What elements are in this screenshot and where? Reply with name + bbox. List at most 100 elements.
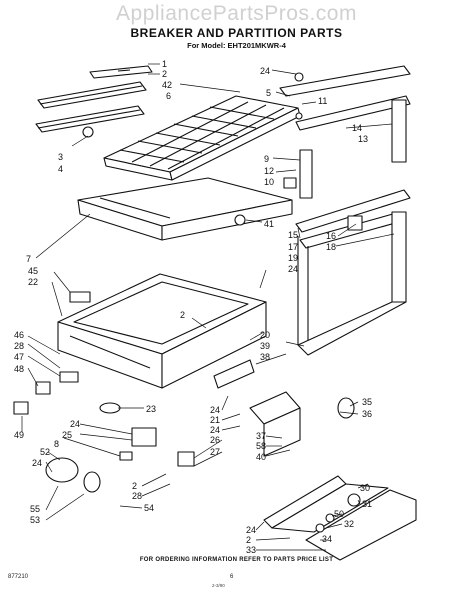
callout-labels: 1 2 42 6 3 4 24 5 11 14 13 9 12 10 41 15… [14, 59, 372, 555]
callout-label: 22 [28, 277, 38, 287]
callout-label: 26 [210, 435, 220, 445]
callout-label: 2 [180, 310, 185, 320]
callout-label: 4 [58, 164, 63, 174]
latch-16-part [347, 215, 363, 231]
callout-label: 35 [362, 397, 372, 407]
partition-rail-part [295, 95, 411, 131]
page-number: 6 [230, 574, 234, 580]
partition-side-9-part [299, 149, 313, 199]
callout-label: 24 [246, 525, 256, 535]
callout-label: 25 [62, 430, 72, 440]
callout-label: 11 [318, 96, 327, 106]
bulb-35-part [337, 397, 355, 419]
callout-label: 9 [264, 154, 269, 164]
model-line: For Model: EHT201MKWR-4 [187, 41, 286, 50]
switch-25-part [119, 427, 157, 461]
knob-31-part [347, 493, 361, 507]
screw-11-part [295, 112, 303, 120]
knob-49-part [13, 401, 29, 415]
cam-23-part [99, 402, 121, 414]
callout-label: 23 [146, 404, 156, 414]
callout-label: 53 [30, 515, 40, 525]
callout-label: 54 [144, 503, 154, 513]
shelf-tray-part [77, 177, 293, 241]
bracket-47-part [59, 371, 79, 383]
callout-label: 24 [288, 264, 298, 274]
breaker-strip-part [89, 65, 153, 79]
callout-label: 39 [260, 341, 270, 351]
clip-24-part [294, 72, 304, 82]
screw-3-part [82, 126, 94, 138]
upper-bar-part [37, 81, 147, 109]
control-housing-part [249, 391, 301, 457]
callout-label: 20 [260, 330, 270, 340]
callout-label: 14 [352, 123, 362, 133]
callout-label: 24 [32, 458, 42, 468]
callout-label: 38 [260, 352, 270, 362]
callout-label: 2 [162, 69, 167, 79]
switch-26-part [177, 451, 195, 467]
callout-label: 18 [326, 242, 336, 252]
callout-label: 16 [326, 231, 336, 241]
callout-label: 28 [132, 491, 142, 501]
callout-label: 17 [288, 242, 298, 252]
cap-32-part [315, 523, 325, 533]
callout-label: 31 [362, 499, 372, 509]
callout-label: 36 [362, 409, 372, 419]
cam-48-part [35, 381, 51, 395]
callout-label: 10 [264, 177, 274, 187]
callout-label: 58 [256, 441, 266, 451]
callout-label: 2 [132, 481, 137, 491]
callout-label: 46 [14, 330, 24, 340]
callout-label: 28 [14, 341, 24, 351]
callout-label: 47 [14, 352, 24, 362]
callout-label: 24 [210, 425, 220, 435]
partition-side-14-part [391, 99, 407, 163]
lower-bar-part [35, 105, 145, 133]
callout-label: 48 [14, 364, 24, 374]
breaker-grille-part [103, 95, 301, 181]
callout-label: 24 [260, 66, 270, 76]
callout-label: 12 [264, 166, 274, 176]
callout-label: 15 [288, 230, 298, 240]
callout-label: 21 [210, 415, 220, 425]
callout-label: 7 [26, 254, 31, 264]
callout-label: 42 [162, 80, 172, 90]
callout-label: 50 [334, 509, 344, 519]
mount-bracket-part [213, 359, 255, 389]
document-code: 877210 [8, 574, 29, 580]
callout-label: 13 [358, 134, 368, 144]
page-subcode: 2-3/90 [212, 583, 225, 588]
callout-label: 8 [54, 439, 59, 449]
callout-label: 33 [246, 545, 256, 555]
front-cover-part [305, 489, 417, 561]
clip-10-part [283, 177, 297, 189]
callout-label: 34 [322, 534, 332, 544]
partition-top-rail-part [279, 65, 411, 97]
damper-45-part [69, 291, 91, 303]
hinge-41-part [234, 214, 246, 226]
callout-label: 27 [210, 447, 220, 457]
callout-label: 30 [360, 483, 370, 493]
callout-label: 40 [256, 452, 266, 462]
callout-label: 41 [264, 219, 274, 229]
callout-label: 52 [40, 447, 50, 457]
ordering-info-note: FOR ORDERING INFORMATION REFER TO PARTS … [139, 557, 334, 563]
diagram-title: BREAKER AND PARTITION PARTS [130, 26, 343, 40]
callout-label: 24 [70, 419, 80, 429]
callout-label: 45 [28, 266, 38, 276]
callout-label: 6 [166, 91, 171, 101]
callout-label: 2 [246, 535, 251, 545]
thermostat-52-part [45, 457, 101, 493]
callout-label: 55 [30, 504, 40, 514]
callout-label: 5 [266, 88, 271, 98]
callout-label: 19 [288, 253, 298, 263]
cap-50-part [325, 513, 335, 523]
callout-label: 3 [58, 152, 63, 162]
partition-panel-part [295, 189, 411, 356]
callout-label: 49 [14, 430, 24, 440]
callout-label: 1 [162, 59, 167, 69]
lower-frame-part [57, 273, 267, 389]
